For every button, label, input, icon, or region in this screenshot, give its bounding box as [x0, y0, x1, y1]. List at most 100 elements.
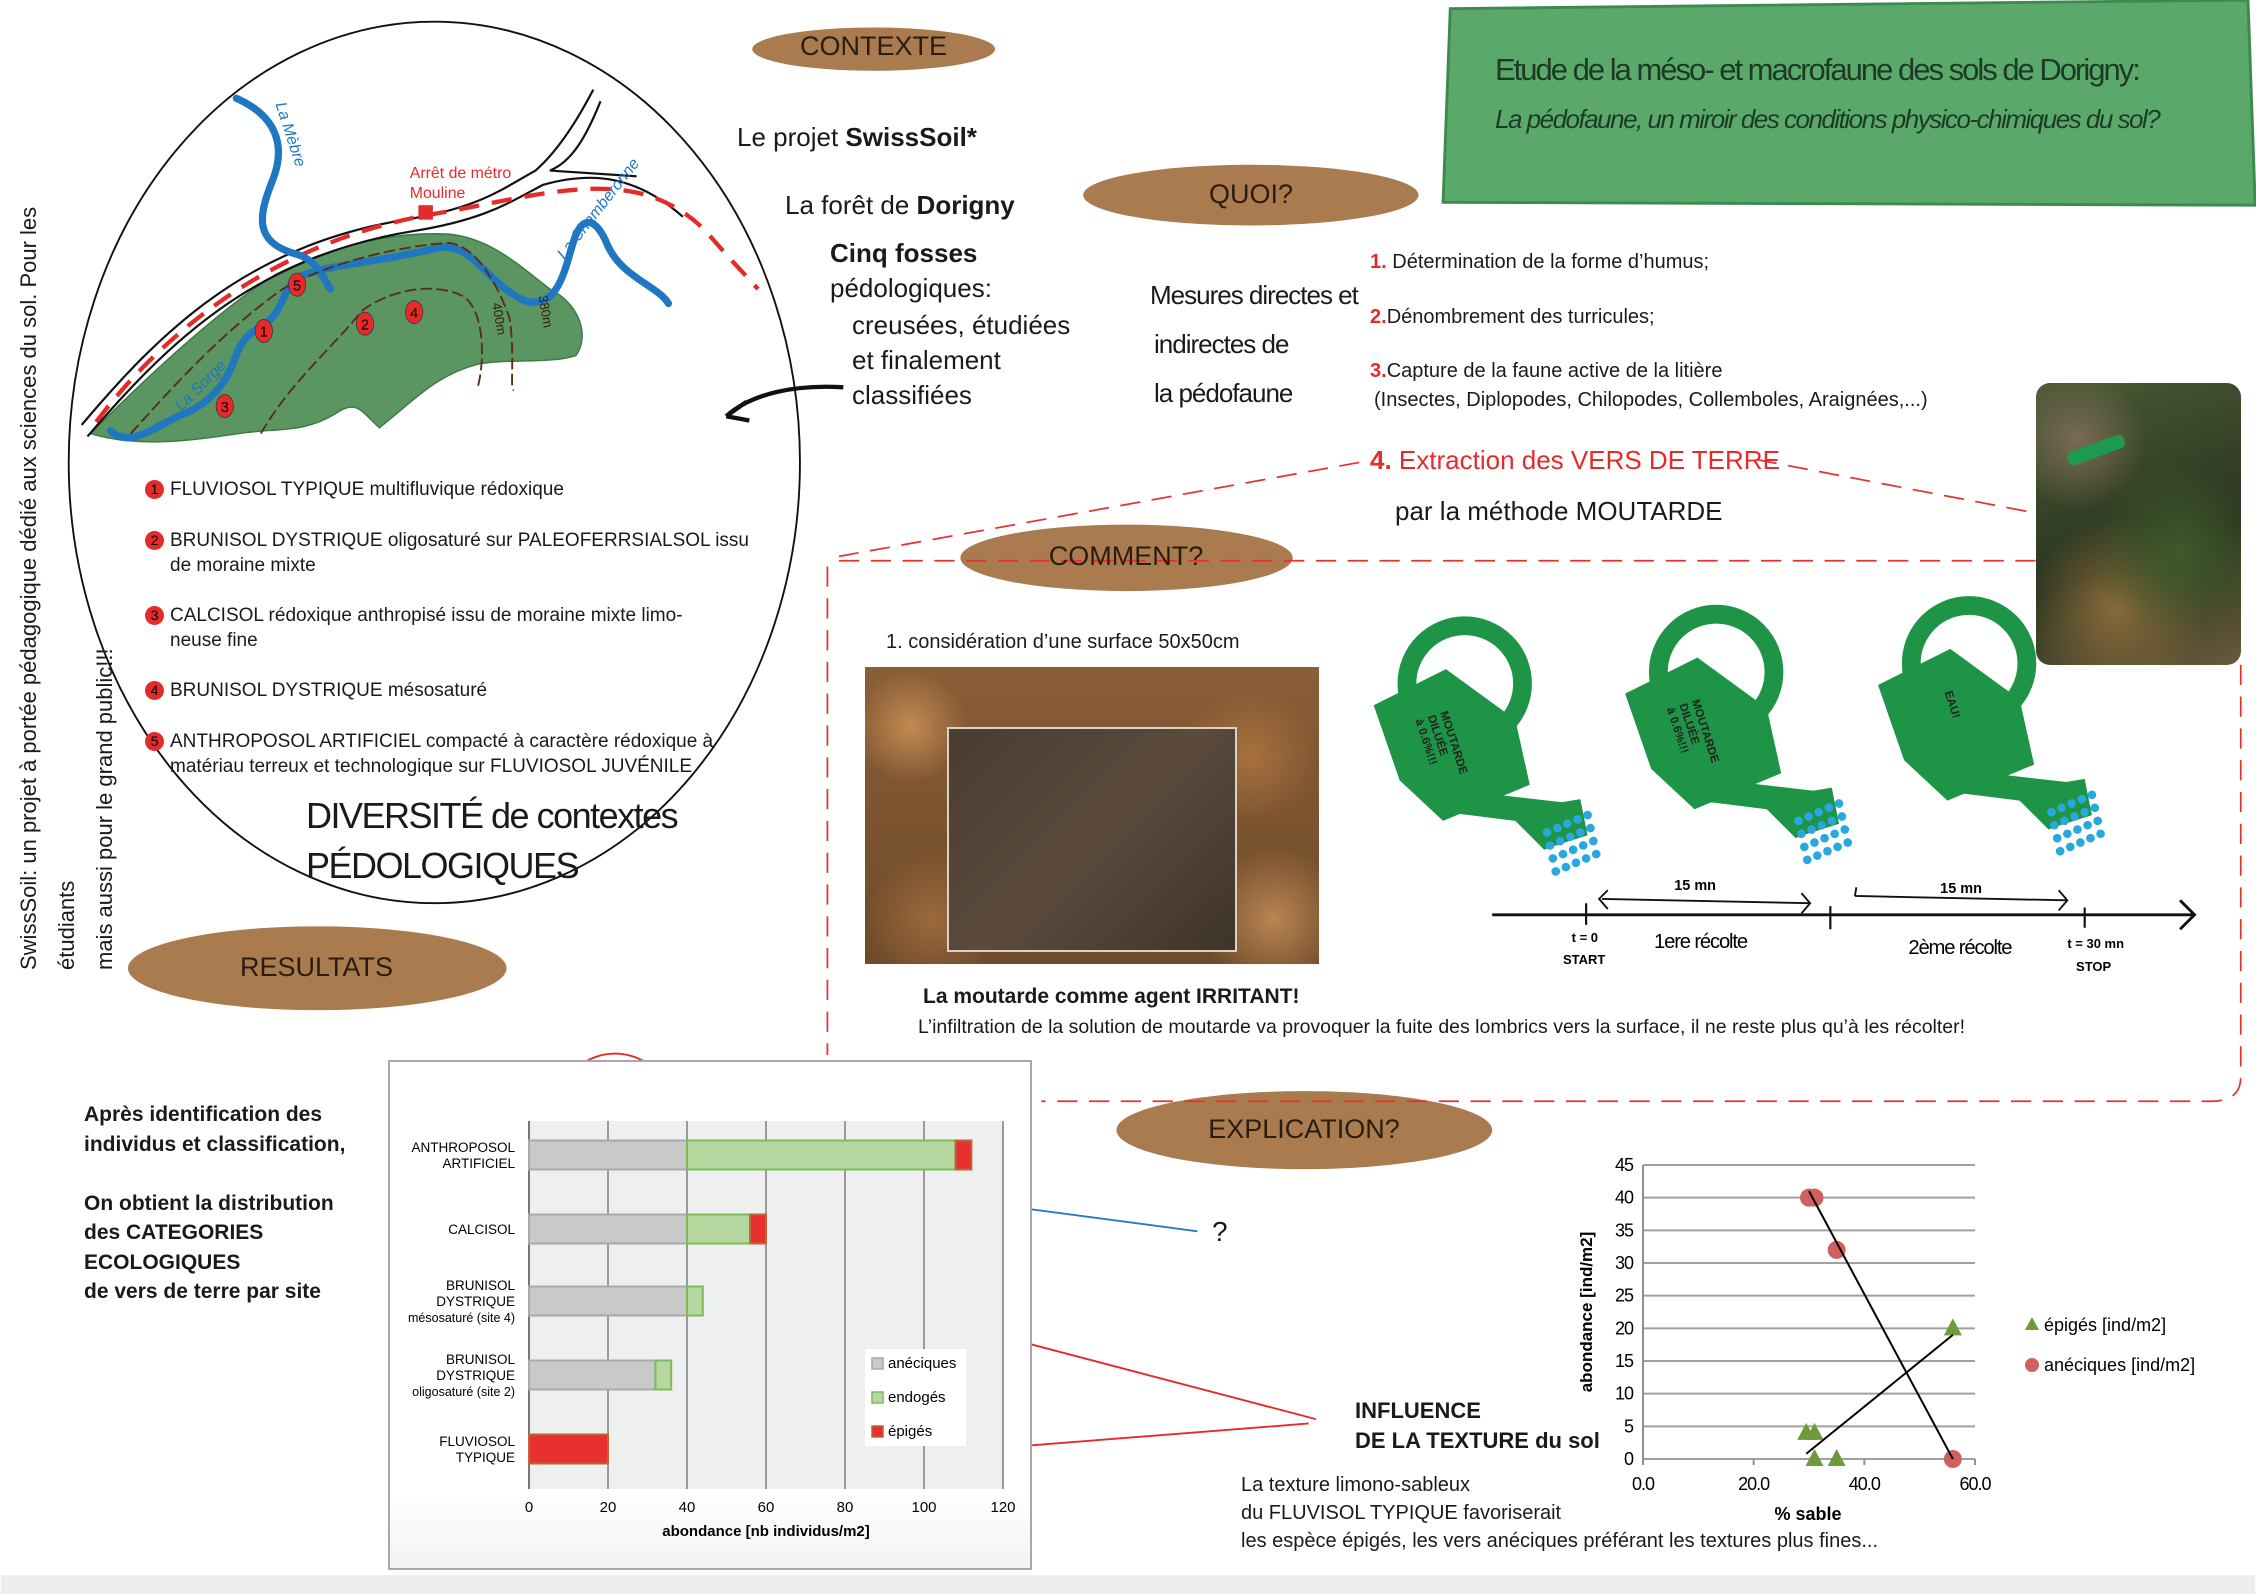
forest-name: Dorigny [916, 190, 1015, 220]
soil-description: CALCISOL rédoxique anthropisé issu de mo… [170, 603, 683, 653]
pits-subtitle: pédologiques: [830, 273, 992, 303]
watering-cans: MOUTARDEDILUÉEà 0.6%!!!MOUTARDEDILUÉEà 0… [1373, 596, 2105, 876]
water-drop [1802, 855, 1812, 865]
site-number-badge: 3 [145, 606, 164, 625]
legend-swatch [871, 1357, 884, 1370]
category-label: mésosaturé (site 4) [408, 1311, 515, 1325]
step-1-label: 1. considération d’une surface 50x50cm [886, 631, 1240, 653]
method-item-3-sub: (Insectes, Diplopodes, Chilopodes, Colle… [1374, 389, 1928, 411]
timeline [1492, 887, 2197, 931]
method-item-4-sub: par la méthode MOUTARDE [1395, 496, 1723, 526]
method-item-4: 4. Extraction des VERS DE TERRE [1370, 445, 1780, 476]
contour-lines [130, 241, 515, 435]
bar-endogés [686, 1139, 957, 1171]
item-num: 3. [1370, 360, 1387, 382]
irritant-desc: L’infiltration de la solution de moutard… [918, 1016, 1966, 1038]
stop-label: STOP [2076, 959, 2111, 974]
water-drop [1542, 828, 1552, 837]
svg-text:5: 5 [293, 278, 301, 294]
category-label: ARTIFICIEL [442, 1156, 515, 1171]
water-drop [1586, 823, 1595, 833]
category-label: CALCISOL [448, 1222, 515, 1237]
influence-line-1: INFLUENCE [1355, 1398, 1481, 1423]
blob-comment [960, 524, 1293, 592]
site-number-badge: 5 [145, 732, 164, 751]
irritant-title: La moutarde comme agent IRRITANT! [923, 985, 1300, 1008]
texture-desc-3: les espèce épigés, les vers anéciques pr… [1241, 1530, 1879, 1552]
water-drop [1591, 849, 1601, 859]
project-prefix: Le projet [737, 122, 846, 152]
photo-mustard-extraction [2036, 383, 2241, 665]
water-drop [1561, 862, 1571, 872]
water-drop [1578, 841, 1588, 850]
water-drop [1545, 841, 1555, 850]
interval-1: 15 mn [1674, 878, 1716, 894]
water-drop [2086, 833, 2095, 843]
water-drop [2055, 846, 2065, 856]
soil-line: ANTHROPOSOL ARTIFICIEL compacté à caract… [170, 731, 714, 752]
can-body [1625, 657, 1782, 810]
legend-swatch [871, 1391, 884, 1404]
section-resultats: RESULTATS [239, 952, 394, 982]
soil-line: matériau terreux et technologique sur FL… [170, 756, 693, 777]
influence-line-2: DE LA TEXTURE du sol [1355, 1428, 1600, 1453]
water-drop [1807, 825, 1816, 834]
x-tick-label: 100 [911, 1499, 936, 1516]
water-drop [1820, 833, 1829, 843]
bar-anéciques [528, 1139, 688, 1171]
water-drop [2070, 812, 2079, 821]
water-drop [2080, 807, 2090, 817]
water-drop [1833, 842, 1842, 852]
water-drop [2087, 790, 2097, 800]
quadrat-square [947, 727, 1237, 952]
x-axis-label: abondance [nb individus/m2] [662, 1523, 870, 1540]
section-contexte: CONTEXTE [799, 31, 947, 61]
quoi-line-1: Mesures directes et [1150, 280, 1359, 310]
bar-épigés [528, 1433, 609, 1465]
item-num: 4. [1370, 445, 1392, 475]
item-num: 2. [1370, 306, 1387, 328]
water-drop [1573, 815, 1582, 824]
metro-stop-icon [418, 205, 433, 220]
item-text: Dénombrement des turricules; [1386, 306, 1655, 328]
category-label: BRUNISOL [446, 1352, 516, 1367]
x-tick-label: 80 [837, 1499, 854, 1516]
water-drop [2073, 825, 2082, 834]
category-label: DYSTRIQUE [436, 1294, 515, 1309]
site-marker-3: 3 [215, 394, 234, 419]
water-drop [1823, 846, 1832, 856]
water-drop [1568, 845, 1578, 855]
blob-resultats [127, 926, 507, 1011]
intro-line: Après identification des [84, 1103, 323, 1126]
svg-text:2: 2 [361, 317, 369, 333]
method-item-3: 3.Capture de la faune active de la litiè… [1370, 360, 1722, 383]
project-line: Le projet SwissSoil* [737, 122, 977, 153]
water-drop [1794, 816, 1803, 826]
water-drop [1797, 829, 1806, 839]
water-drop [1810, 838, 1819, 847]
x-tick-label: 40 [679, 1499, 696, 1516]
water-drop [2067, 799, 2077, 808]
water-drop [1843, 838, 1853, 847]
site-number-badge: 2 [145, 531, 164, 550]
water-drop [1589, 836, 1598, 846]
water-drop [1548, 854, 1558, 863]
water-drop [2077, 794, 2087, 804]
water-drop [1834, 799, 1844, 808]
page-title: Etude de la méso- et macrofaune des sols… [1495, 52, 2141, 87]
can-body [1878, 648, 2035, 801]
water-drop [1565, 832, 1575, 842]
water-drop [1558, 849, 1568, 859]
water-drop [1824, 803, 1834, 813]
site-number-badge: 1 [145, 480, 164, 499]
item-text: Extraction des VERS DE TERRE [1398, 445, 1780, 475]
intro-line: de vers de terre par site [84, 1280, 321, 1303]
pits-title: Cinq fosses [830, 238, 978, 268]
category-label: FLUVIOSOL [439, 1434, 515, 1449]
water-drop [1840, 825, 1850, 834]
item-num: 1. [1370, 251, 1387, 273]
